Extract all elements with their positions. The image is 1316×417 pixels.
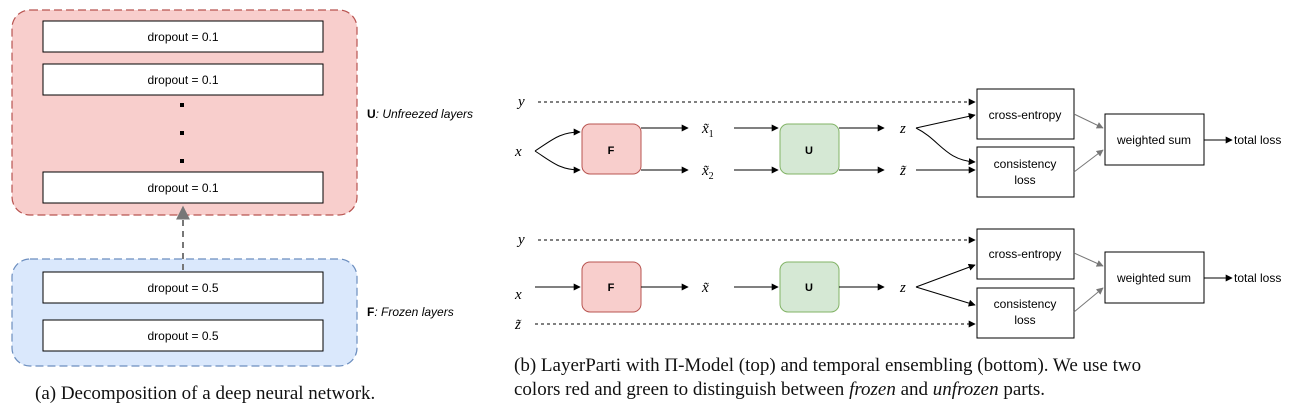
unfrozen-block-label: U <box>805 282 813 294</box>
frozen-layer-1: dropout = 0.5 <box>42 271 324 304</box>
frozen-layer-2: dropout = 0.5 <box>42 319 324 352</box>
layer-label: dropout = 0.5 <box>147 329 218 343</box>
unfrozen-layer-1: dropout = 0.1 <box>42 20 324 53</box>
z-output: z <box>899 121 906 137</box>
cross-entropy-label: cross-entropy <box>989 108 1062 122</box>
consistency-label: consistency <box>994 157 1057 171</box>
weighted-sum-label: weighted sum <box>1116 271 1191 285</box>
caption-b: (b) LayerParti with Π-Model (top) and te… <box>514 354 1309 402</box>
input-y: y <box>516 94 525 110</box>
consistency-label: consistency <box>994 297 1057 311</box>
frozen-block-label: F <box>608 282 615 294</box>
unfrozen-block-label: U <box>805 145 813 157</box>
temporal-ensembling-diagram: y x z̃ F x̃ U z cross-entropy consistenc… <box>514 228 1281 339</box>
caption-b-line1: (b) LayerParti with Π-Model (top) and te… <box>514 355 1142 376</box>
weighted-sum-label: weighted sum <box>1116 133 1191 147</box>
total-loss-label: total loss <box>1234 133 1281 147</box>
layer-label: dropout = 0.1 <box>147 30 218 44</box>
x-tilde-1: x̃1 <box>701 121 714 140</box>
layer-label: dropout = 0.5 <box>147 281 218 295</box>
input-z-tilde: z̃ <box>514 317 521 333</box>
z-output: z <box>899 280 906 296</box>
unfrozen-layer-2: dropout = 0.1 <box>42 63 324 96</box>
unfrozen-layer-3: dropout = 0.1 <box>42 171 324 204</box>
input-x: x <box>514 287 522 303</box>
input-x: x <box>514 144 522 160</box>
layer-label: dropout = 0.1 <box>147 181 218 195</box>
x-tilde-2: x̃2 <box>701 163 714 182</box>
caption-b-line2: colors red and green to distinguish betw… <box>514 379 1046 400</box>
ellipsis-dots <box>180 103 184 163</box>
loss-label: loss <box>1014 173 1035 187</box>
caption-a: (a) Decomposition of a deep neural netwo… <box>35 383 376 404</box>
z-tilde-output: z̃ <box>899 163 906 179</box>
frozen-block-label: F <box>608 145 615 157</box>
x-tilde: x̃ <box>701 280 709 296</box>
frozen-legend: F: Frozen layers <box>367 305 454 319</box>
loss-label: loss <box>1014 313 1035 327</box>
input-y: y <box>516 232 525 248</box>
unfrozen-legend: U: Unfreezed layers <box>367 107 473 121</box>
cross-entropy-label: cross-entropy <box>989 247 1062 261</box>
pi-model-diagram: y x F x̃1 x̃2 U z z̃ cross-entropy consi… <box>514 88 1281 198</box>
layer-label: dropout = 0.1 <box>147 73 218 87</box>
total-loss-label: total loss <box>1234 271 1281 285</box>
